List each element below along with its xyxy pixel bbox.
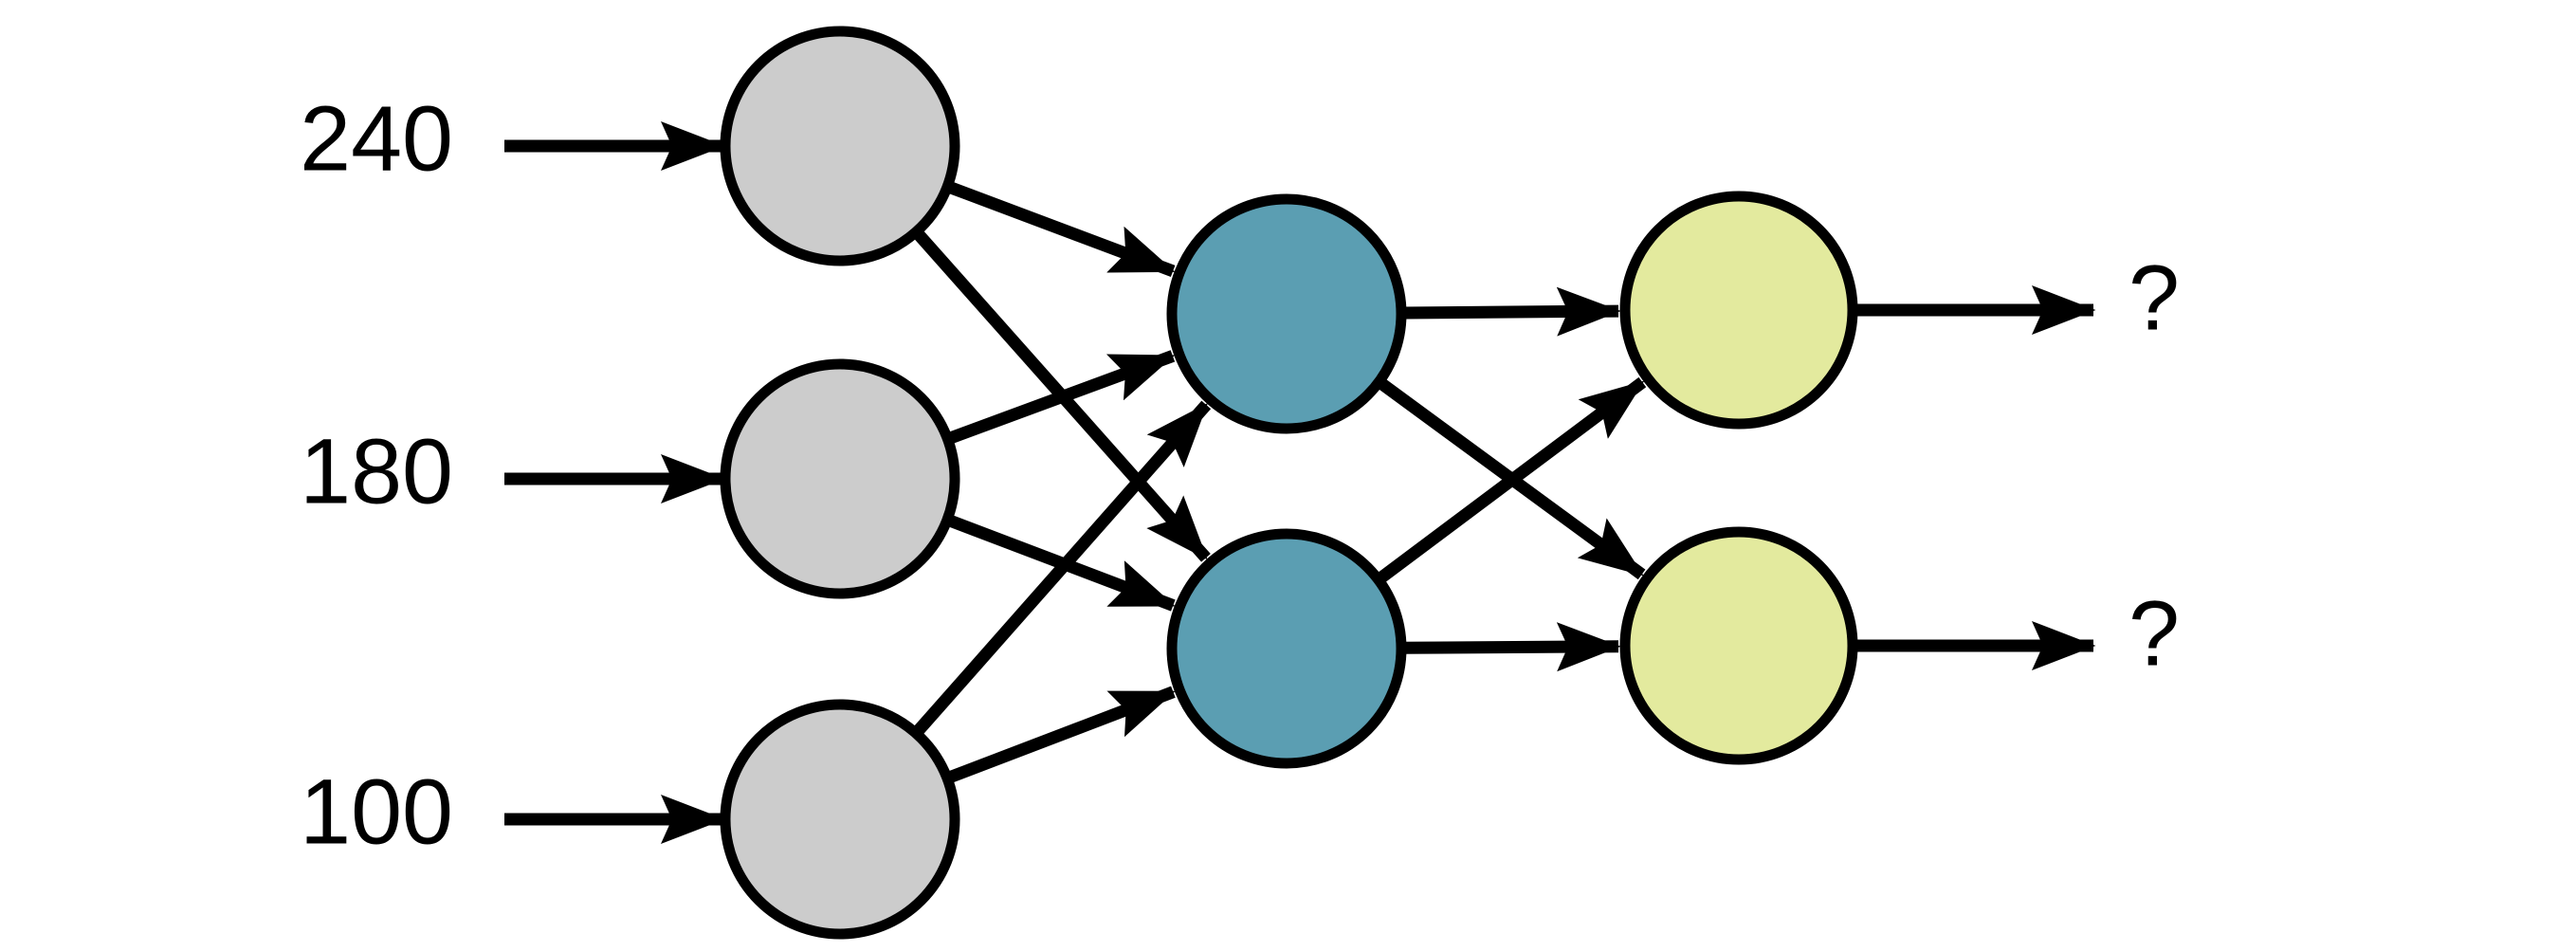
edge-hid-2-to-out-2 [1403, 622, 1621, 672]
output-arrows-group [1854, 285, 2096, 670]
input-nodes-group [720, 26, 960, 940]
output-node-1[interactable] [1619, 191, 1858, 430]
input-node-1[interactable] [720, 26, 960, 266]
input-value-label-2: 180 [300, 420, 453, 523]
edge-hid-1-to-out-1 [1403, 286, 1621, 337]
output-node-2[interactable] [1619, 526, 1858, 765]
edge-in-3-to-hid-2 [947, 686, 1176, 783]
edge-hid-2-to-out-1 [1377, 376, 1647, 583]
output-value-label-1: ? [2128, 247, 2180, 350]
edges-hidden-to-output [1377, 286, 1647, 672]
hidden-nodes-group [1166, 193, 1407, 769]
input-value-label-1: 240 [300, 87, 453, 191]
hidden-node-2[interactable] [1166, 528, 1407, 769]
input-arrows-group [504, 121, 725, 844]
input-value-label-3: 100 [300, 760, 453, 864]
output-value-label-2: ? [2128, 582, 2180, 686]
input-node-3[interactable] [720, 699, 960, 940]
input-value-labels-group: 240 180 100 [300, 87, 453, 864]
edges-input-to-hidden [913, 181, 1212, 783]
edge-in-2-to-hid-1 [948, 350, 1176, 445]
edge-in-1-to-hid-1 [947, 181, 1176, 278]
input-node-2[interactable] [720, 358, 960, 599]
output-value-labels-group: ?? [2128, 247, 2180, 686]
hidden-node-1[interactable] [1166, 193, 1407, 434]
output-nodes-group [1619, 191, 1858, 765]
edge-in-3-to-hid-1 [913, 400, 1212, 736]
